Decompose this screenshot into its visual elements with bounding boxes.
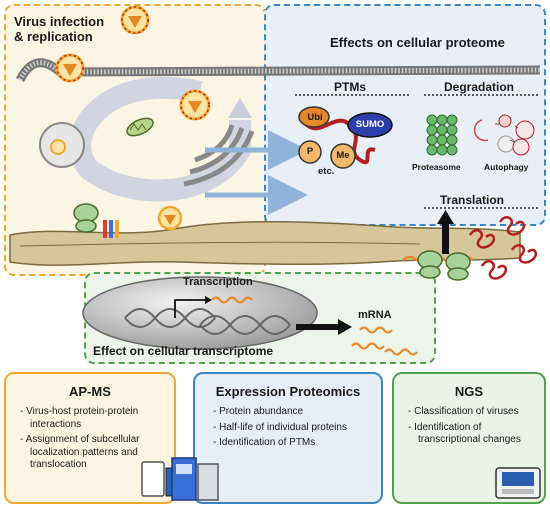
proteasome-label: Proteasome bbox=[412, 162, 461, 172]
transcription-arrow bbox=[174, 299, 205, 318]
phospho-label: P bbox=[306, 146, 314, 157]
expression-proteomics-title: Expression Proteomics bbox=[215, 384, 361, 399]
virus-particle bbox=[55, 53, 85, 83]
list-item: Identification of PTMs bbox=[213, 437, 373, 450]
cell-diagram bbox=[9, 5, 541, 356]
ribosome bbox=[73, 203, 99, 233]
list-item: Half-life of individual proteins bbox=[213, 422, 373, 435]
autophagy-label: Autophagy bbox=[484, 162, 529, 172]
transcriptome-title: Effect on cellular transcriptome bbox=[93, 344, 274, 358]
ngs-title: NGS bbox=[454, 384, 484, 399]
ngs-list: Classification of viruses Identification… bbox=[408, 406, 538, 450]
proteome-title: Effects on cellular proteome bbox=[330, 35, 505, 50]
dna-helix bbox=[124, 308, 291, 335]
ubi-icon bbox=[298, 106, 330, 128]
protein-strand bbox=[468, 216, 538, 280]
mrna-strand bbox=[351, 326, 418, 356]
sumo-label: SUMO bbox=[355, 119, 385, 130]
sumo-icon bbox=[347, 112, 393, 138]
virus-infection-title: Virus infection & replication bbox=[14, 14, 105, 44]
autophagy-icon bbox=[473, 114, 535, 156]
endosome bbox=[39, 122, 85, 168]
plasma-membrane bbox=[15, 58, 541, 83]
degradation-heading: Degradation bbox=[444, 80, 515, 94]
mass-spectrometer-icon bbox=[171, 457, 219, 501]
list-item: Assignment of subcellular localization p… bbox=[20, 434, 170, 472]
phospho-icon bbox=[298, 140, 322, 164]
list-item: Virus-host protein-protein interactions bbox=[20, 406, 170, 431]
virus-particle bbox=[179, 89, 211, 121]
receptor bbox=[103, 220, 119, 238]
methyl-label: Me bbox=[336, 150, 350, 161]
translation-heading: Translation bbox=[440, 193, 505, 207]
etc-label: etc. bbox=[318, 166, 335, 177]
ptms-heading: PTMs bbox=[334, 80, 367, 94]
mrna-strand bbox=[211, 296, 253, 304]
protein-strand bbox=[303, 118, 376, 165]
list-item: Classification of viruses bbox=[408, 406, 538, 419]
ribosome bbox=[417, 250, 471, 281]
mitochondrion bbox=[126, 117, 154, 137]
expression-proteomics-list: Protein abundance Half-life of individua… bbox=[213, 406, 373, 453]
apms-list: Virus-host protein-protein interactions … bbox=[20, 406, 170, 475]
nucleus bbox=[82, 276, 318, 350]
golgi bbox=[183, 124, 255, 187]
proteasome-icon bbox=[426, 114, 458, 156]
proteome-box bbox=[264, 4, 546, 226]
sequencer-icon bbox=[495, 467, 541, 499]
virus-particle bbox=[120, 5, 150, 35]
list-item: Identification of transcriptional change… bbox=[408, 422, 538, 447]
list-item: Protein abundance bbox=[213, 406, 373, 419]
ubi-label: Ubi bbox=[307, 112, 323, 123]
tablet-icon bbox=[141, 461, 175, 497]
virus-particle bbox=[157, 205, 183, 231]
transcription-label: Transcription bbox=[183, 276, 253, 288]
methyl-icon bbox=[330, 143, 356, 169]
apms-title: AP-MS bbox=[69, 384, 111, 399]
mrna-label: mRNA bbox=[358, 309, 392, 321]
translation-arrow bbox=[437, 210, 454, 254]
